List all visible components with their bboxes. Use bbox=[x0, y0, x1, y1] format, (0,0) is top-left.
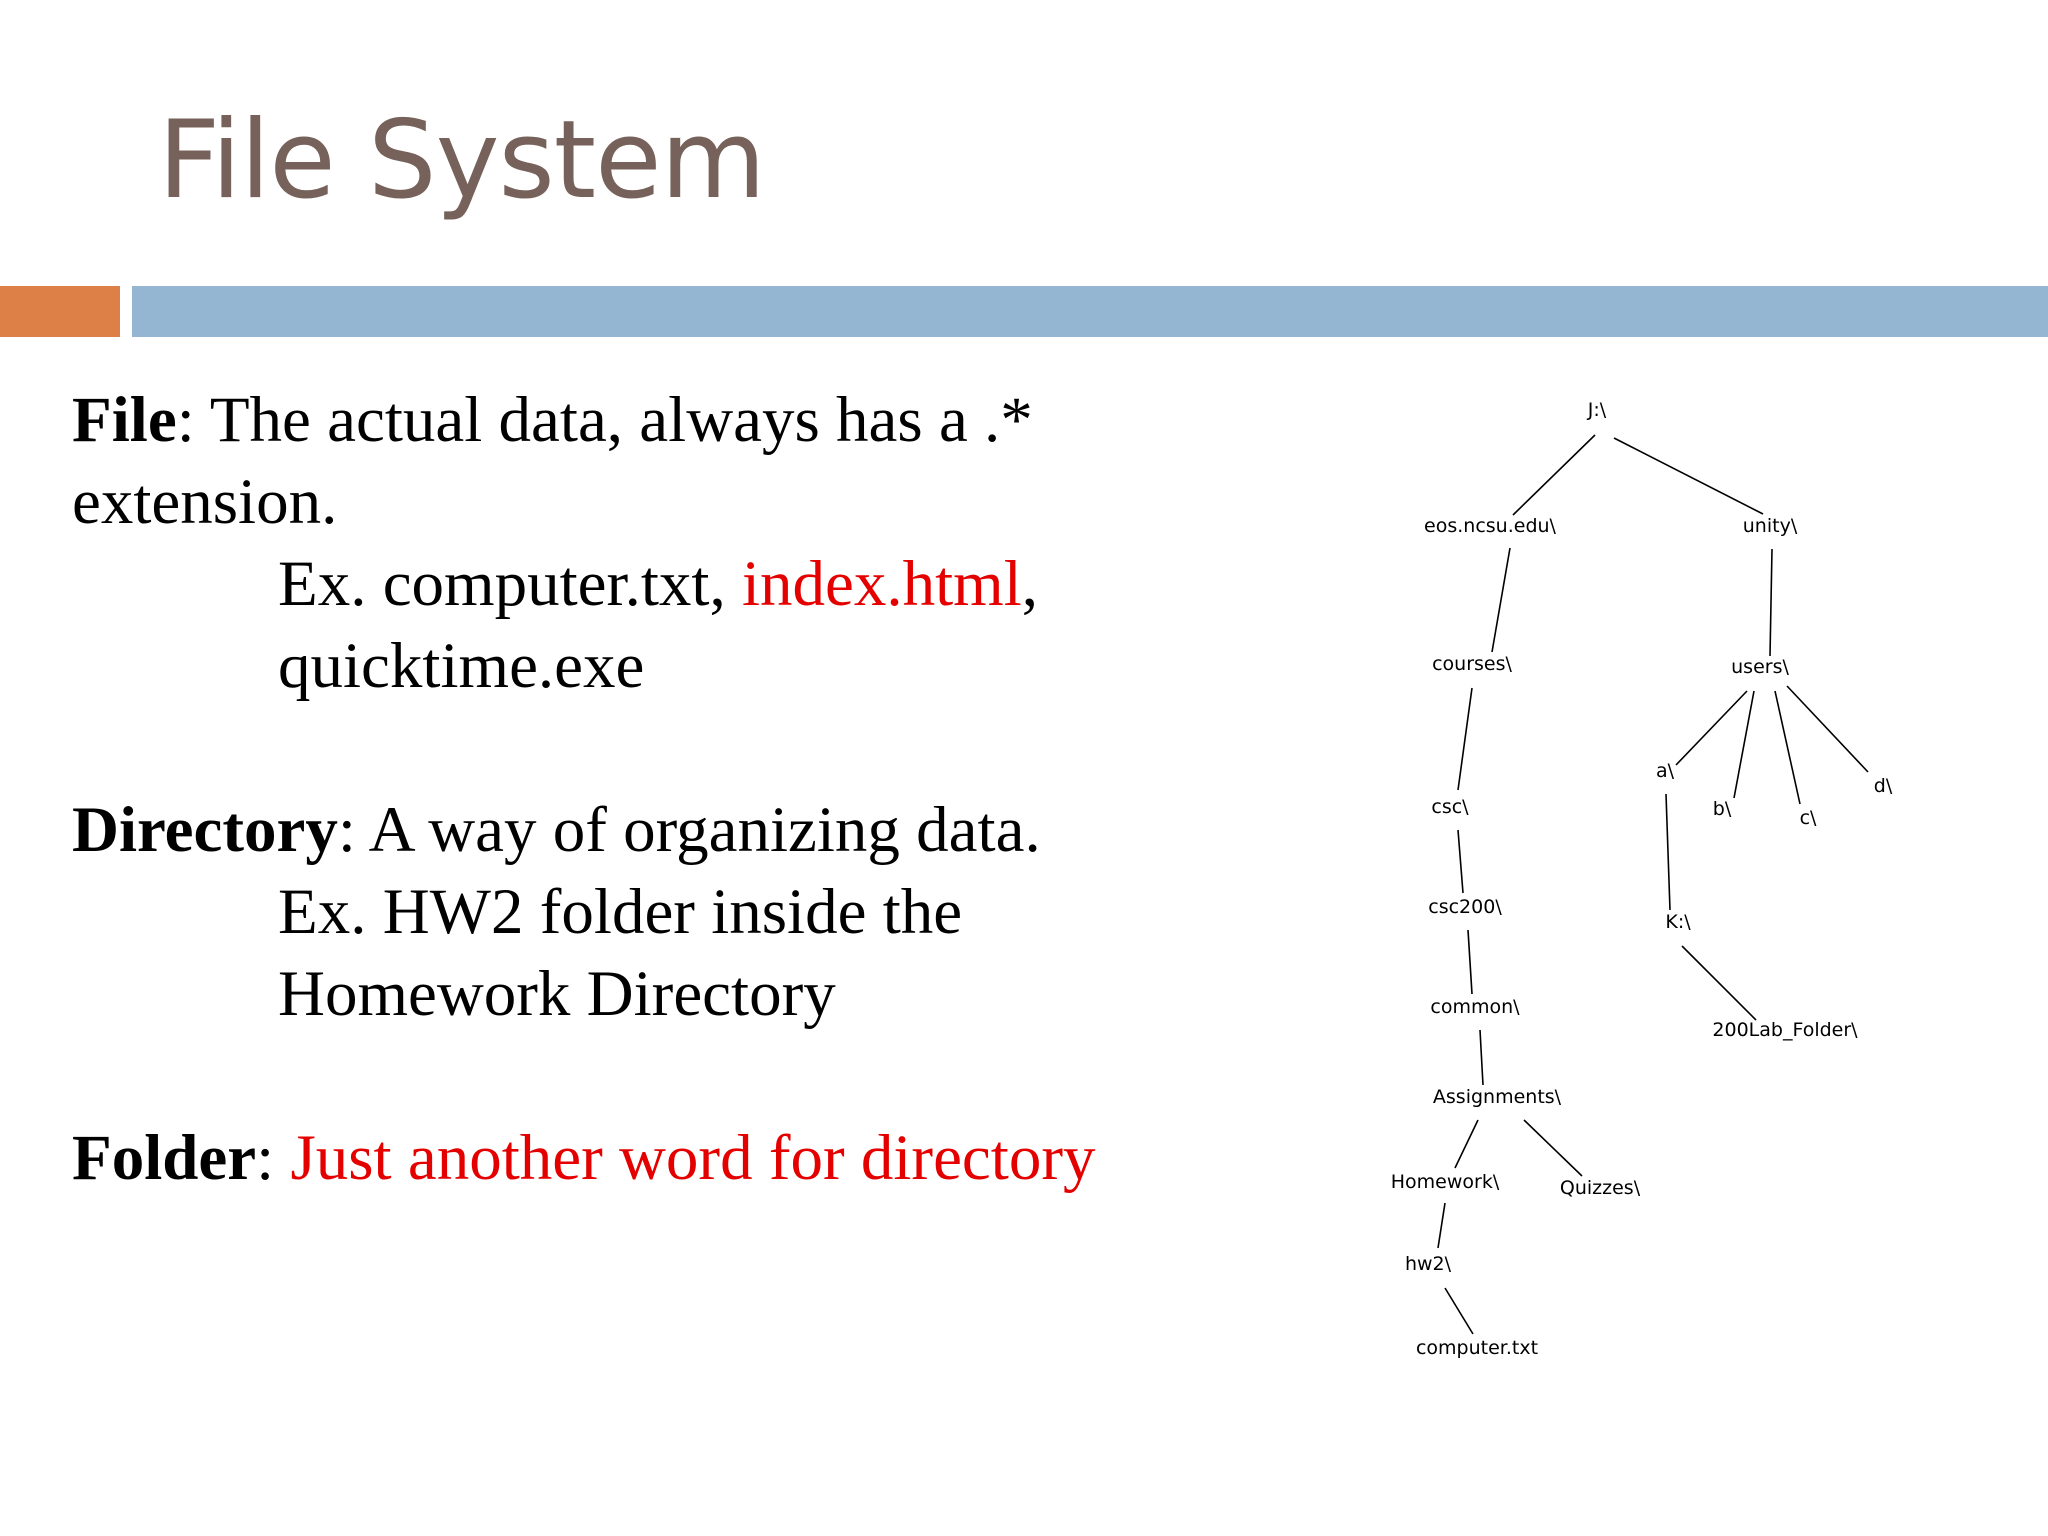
directory-tree-diagram: J:\ eos.ncsu.edu\ unity\ courses\ users\ csc\… bbox=[1350, 390, 1950, 1380]
tree-node-unity: unity\ bbox=[1743, 515, 1798, 537]
tree-node-k: K:\ bbox=[1665, 911, 1691, 933]
tree-node-quizzes: Quizzes\ bbox=[1560, 1177, 1641, 1199]
tree-node-csc200: csc200\ bbox=[1428, 896, 1502, 918]
directory-term: Directory bbox=[72, 794, 338, 866]
tree-edge-users-d bbox=[1786, 685, 1869, 773]
tree-node-common: common\ bbox=[1430, 996, 1520, 1018]
file-definition-line: File: The actual data, always has a .* bbox=[72, 388, 1033, 453]
tree-edge-assign-homework bbox=[1454, 1119, 1479, 1169]
tree-edge-courses-csc bbox=[1457, 687, 1473, 791]
tree-edge-users-b bbox=[1733, 690, 1755, 799]
folder-definition: Just another word for directory bbox=[290, 1122, 1096, 1194]
tree-edge-users-c bbox=[1774, 690, 1801, 805]
accent-bar-orange bbox=[0, 286, 120, 337]
file-example-suffix: , bbox=[1021, 548, 1039, 620]
file-definition-cont: extension. bbox=[72, 466, 338, 538]
tree-node-eos: eos.ncsu.edu\ bbox=[1424, 515, 1557, 537]
tree-edge-homework-hw2 bbox=[1437, 1202, 1446, 1249]
tree-edge-root-unity bbox=[1613, 437, 1764, 515]
tree-node-courses: courses\ bbox=[1432, 653, 1512, 675]
file-example-prefix: Ex. computer.txt, bbox=[278, 548, 742, 620]
tree-node-c: c\ bbox=[1800, 807, 1817, 829]
folder-sep: : bbox=[256, 1122, 291, 1194]
directory-definition-line: Directory: A way of organizing data. bbox=[72, 798, 1041, 863]
accent-bar-blue bbox=[132, 286, 2048, 337]
file-sep: : bbox=[176, 384, 195, 456]
directory-example-line1: Ex. HW2 folder inside the bbox=[278, 876, 963, 948]
tree-node-hw2: hw2\ bbox=[1405, 1253, 1452, 1275]
folder-definition-line: Folder: Just another word for directory bbox=[72, 1126, 1095, 1191]
tree-node-users: users\ bbox=[1731, 656, 1789, 678]
file-example-cont: quicktime.exe bbox=[278, 630, 645, 702]
file-definition: The actual data, always has a .* bbox=[194, 384, 1033, 456]
directory-example-line2: Homework Directory bbox=[278, 958, 836, 1030]
tree-edge-common-assign bbox=[1479, 1029, 1484, 1086]
tree-edge-csc-csc200 bbox=[1457, 829, 1464, 894]
tree-node-root: J:\ bbox=[1587, 399, 1607, 421]
tree-node-b: b\ bbox=[1713, 798, 1732, 820]
tree-node-homework: Homework\ bbox=[1391, 1171, 1500, 1193]
tree-node-a: a\ bbox=[1656, 760, 1675, 782]
tree-edge-eos-courses bbox=[1491, 547, 1511, 653]
folder-term: Folder bbox=[72, 1122, 257, 1194]
file-example-line: Ex. computer.txt, index.html, bbox=[278, 552, 1038, 617]
tree-edge-k-lab bbox=[1681, 945, 1757, 1021]
directory-definition: A way of organizing data. bbox=[355, 794, 1041, 866]
tree-edge-a-k bbox=[1665, 793, 1671, 911]
tree-edge-hw2-file bbox=[1444, 1287, 1474, 1335]
file-term: File bbox=[72, 384, 177, 456]
tree-edge-root-eos bbox=[1512, 434, 1596, 516]
tree-edge-csc200-common bbox=[1467, 929, 1473, 995]
tree-node-csc: csc\ bbox=[1431, 796, 1469, 818]
file-example-highlight: index.html bbox=[741, 548, 1022, 620]
tree-edge-unity-users bbox=[1769, 548, 1773, 657]
slide-title: File System bbox=[158, 98, 766, 223]
tree-node-assign: Assignments\ bbox=[1433, 1086, 1562, 1108]
tree-node-d: d\ bbox=[1874, 775, 1893, 797]
directory-sep: : bbox=[337, 794, 356, 866]
tree-edge-assign-quizzes bbox=[1523, 1119, 1583, 1177]
tree-node-lab: 200Lab_Folder\ bbox=[1712, 1019, 1858, 1041]
tree-edge-users-a bbox=[1675, 690, 1748, 766]
tree-node-file: computer.txt bbox=[1416, 1337, 1538, 1359]
